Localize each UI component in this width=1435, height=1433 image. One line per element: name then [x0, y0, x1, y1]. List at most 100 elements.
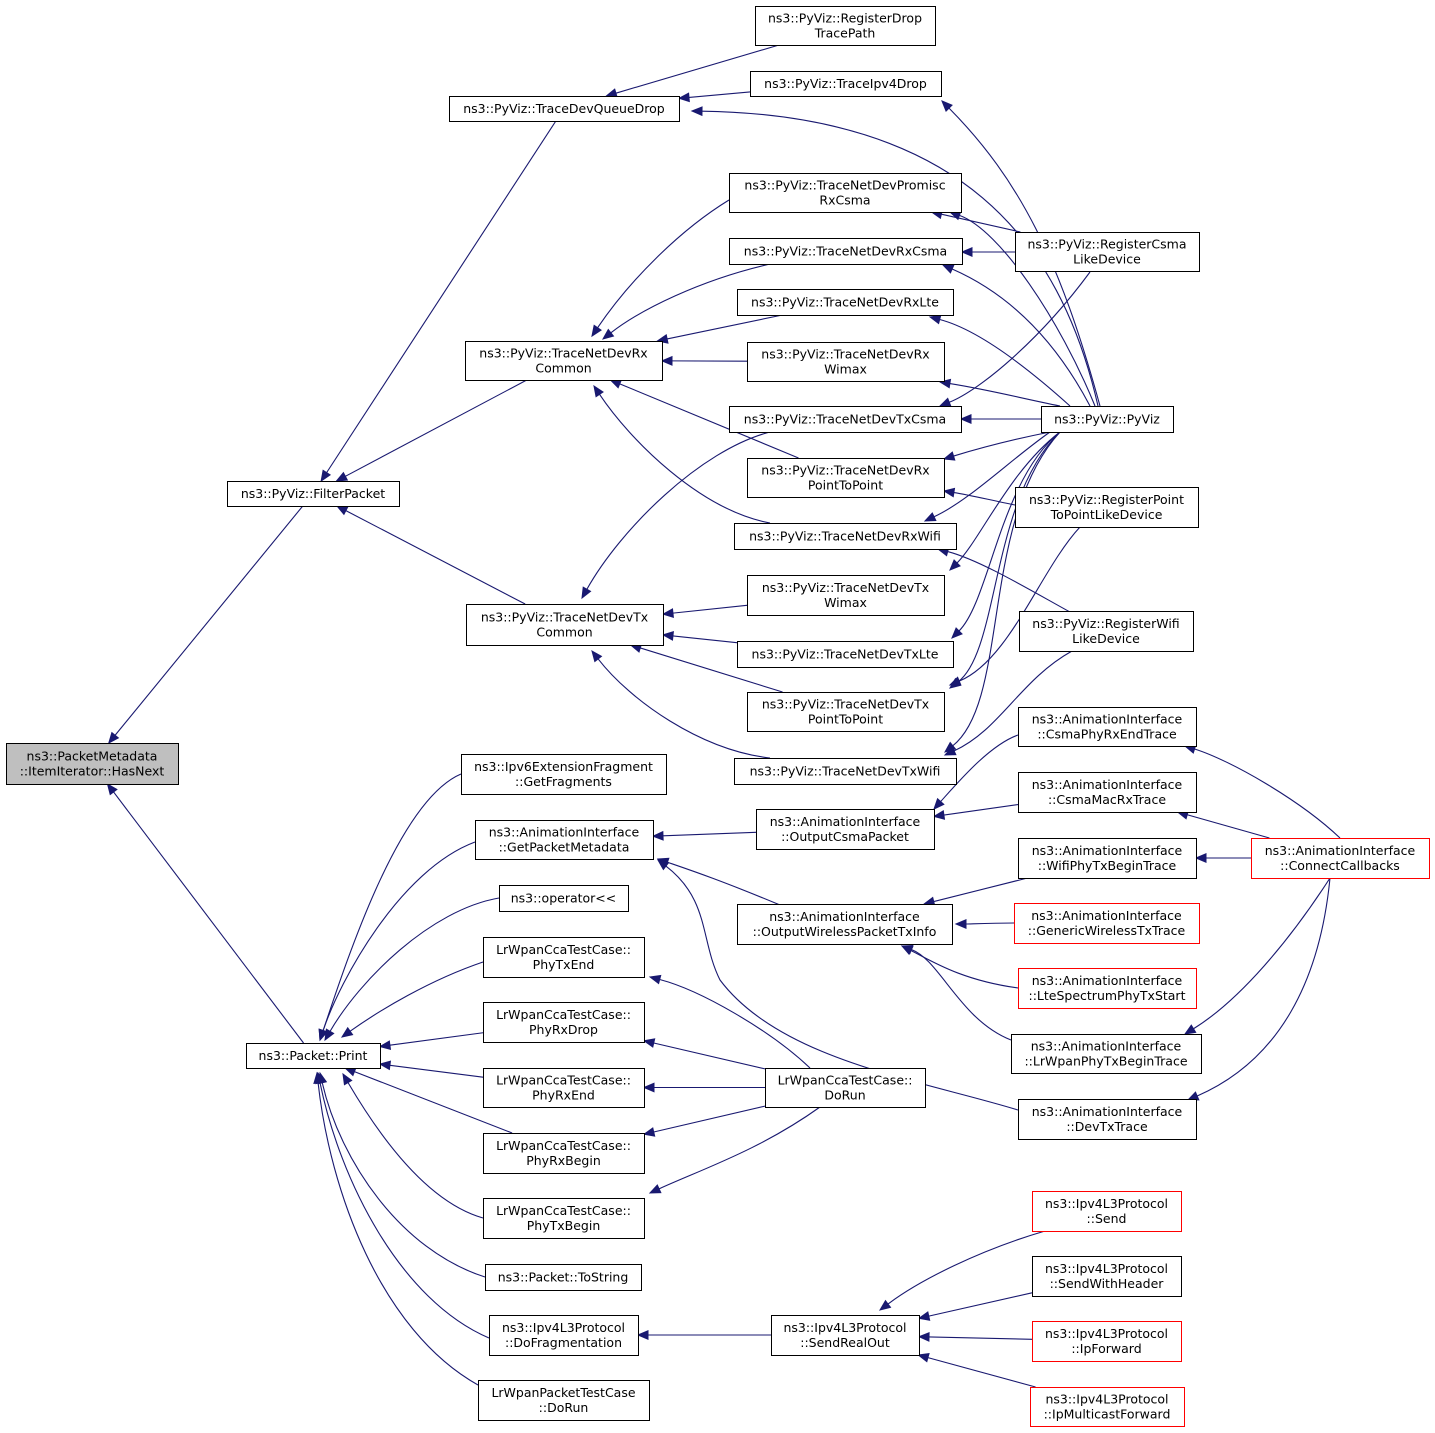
- arrowhead: [917, 1352, 930, 1363]
- edge-traceipv4drop-to-tracedevqueuedrop: [677, 91, 751, 103]
- node-label-line: Wimax: [824, 595, 867, 610]
- node-box: [246, 1043, 381, 1069]
- edge-pyviz-to-txlte: [951, 431, 1061, 639]
- node-csmamacrx[interactable]: ns3::AnimationInterface::CsmaMacRxTrace: [1018, 772, 1197, 813]
- edge-tracedevqueuedrop-to-filterpacket: [320, 120, 557, 483]
- edge-line: [965, 922, 1015, 925]
- edge-line: [658, 1106, 821, 1190]
- node-box: [1015, 487, 1199, 528]
- node-ipv4send[interactable]: ns3::Ipv4L3Protocol::Send: [1032, 1191, 1182, 1232]
- node-label-line: ns3::PacketMetadata: [27, 749, 158, 764]
- node-label-line: ::GenericWirelessTxTrace: [1028, 923, 1186, 938]
- node-traceipv4drop[interactable]: ns3::PyViz::TraceIpv4Drop: [750, 71, 942, 97]
- node-phyrxbegin[interactable]: LrWpanCcaTestCase::PhyRxBegin: [483, 1133, 645, 1174]
- arrowhead: [1194, 853, 1207, 863]
- node-operatorlsh[interactable]: ns3::operator<<: [499, 885, 629, 912]
- node-phyrxend[interactable]: LrWpanCcaTestCase::PhyRxEnd: [483, 1068, 645, 1108]
- node-ipv6frag[interactable]: ns3::Ipv6ExtensionFragment::GetFragments: [461, 754, 667, 795]
- edge-ccadorun-to-phyrxdrop: [642, 1038, 766, 1070]
- arrowhead: [642, 1082, 655, 1093]
- node-phytxbegin[interactable]: LrWpanCcaTestCase::PhyTxBegin: [483, 1198, 645, 1239]
- node-label-line: ns3::PyViz::TraceNetDevTxCsma: [744, 412, 946, 427]
- arrowhead: [660, 355, 673, 366]
- node-ipmcforward[interactable]: ns3::Ipv4L3Protocol::IpMulticastForward: [1030, 1387, 1185, 1427]
- edge-ltespectrum-to-outwireless: [900, 945, 1019, 989]
- node-box: [6, 743, 179, 785]
- edge-ccadorun-to-phytxbegin: [648, 1106, 821, 1194]
- node-lrpktdorun[interactable]: LrWpanPacketTestCase::DoRun: [478, 1380, 650, 1421]
- node-box: [478, 1380, 650, 1421]
- edge-line: [953, 650, 1073, 752]
- edge-line: [1187, 814, 1270, 839]
- node-pyviz[interactable]: ns3::PyViz::PyViz: [1041, 406, 1174, 433]
- node-label-line: Wimax: [824, 362, 867, 377]
- node-phyrxdrop[interactable]: LrWpanCcaTestCase::PhyRxDrop: [483, 1002, 645, 1043]
- node-rxwifi[interactable]: ns3::PyViz::TraceNetDevRxWifi: [734, 523, 957, 550]
- node-getpktmeta[interactable]: ns3::AnimationInterface::GetPacketMetada…: [475, 820, 654, 860]
- node-sendwithheader[interactable]: ns3::Ipv4L3Protocol::SendWithHeader: [1032, 1256, 1182, 1297]
- edge-line: [958, 431, 1061, 632]
- edge-line: [956, 431, 1061, 564]
- node-sendrealout[interactable]: ns3::Ipv4L3Protocol::SendRealOut: [771, 1315, 920, 1356]
- node-wifiphytxbegin[interactable]: ns3::AnimationInterface::WifiPhyTxBeginT…: [1018, 838, 1197, 879]
- edge-line: [665, 865, 1019, 1111]
- node-phytxend[interactable]: LrWpanCcaTestCase::PhyTxEnd: [483, 937, 645, 978]
- node-label-line: PhyRxEnd: [532, 1088, 595, 1103]
- edge-phytxbegin-to-print: [342, 1072, 484, 1219]
- arrowhead: [917, 1331, 930, 1342]
- node-ipforward[interactable]: ns3::Ipv4L3Protocol::IpForward: [1032, 1321, 1182, 1362]
- node-filterpacket[interactable]: ns3::PyViz::FilterPacket: [227, 481, 400, 507]
- node-dofrag[interactable]: ns3::Ipv4L3Protocol::DoFragmentation: [489, 1315, 639, 1356]
- node-print[interactable]: ns3::Packet::Print: [246, 1043, 381, 1069]
- node-genericwireless[interactable]: ns3::AnimationInterface::GenericWireless…: [1014, 903, 1200, 944]
- node-lrwpanphytx[interactable]: ns3::AnimationInterface::LrWpanPhyTxBegi…: [1011, 1034, 1202, 1074]
- arrowhead: [342, 1072, 353, 1086]
- node-txwifi[interactable]: ns3::PyViz::TraceNetDevTxWifi: [734, 758, 957, 785]
- node-regp2p[interactable]: ns3::PyViz::RegisterPointToPointLikeDevi…: [1015, 487, 1199, 528]
- node-devtxtrace[interactable]: ns3::AnimationInterface::DevTxTrace: [1018, 1099, 1197, 1140]
- node-hasnext[interactable]: ns3::PacketMetadata::ItemIterator::HasNe…: [6, 743, 179, 785]
- edge-line: [948, 107, 1101, 407]
- node-connectcb[interactable]: ns3::AnimationInterface::ConnectCallback…: [1251, 838, 1430, 879]
- node-label-line: ns3::PyViz::TraceNetDevRxCsma: [744, 244, 947, 259]
- node-box: [737, 641, 954, 668]
- arrowhead: [949, 559, 961, 571]
- node-rxcsma[interactable]: ns3::PyViz::TraceNetDevRxCsma: [729, 238, 963, 265]
- edge-line: [389, 1032, 484, 1046]
- arrowhead: [951, 627, 963, 639]
- node-label-line: ::DoRun: [539, 1400, 589, 1415]
- node-box: [1015, 232, 1200, 272]
- node-tostring[interactable]: ns3::Packet::ToString: [485, 1264, 642, 1291]
- node-label-line: LikeDevice: [1073, 252, 1141, 267]
- node-label-line: ns3::PyViz::FilterPacket: [241, 486, 385, 501]
- edge-phyrxend-to-print: [378, 1060, 484, 1078]
- node-label-line: PointToPoint: [808, 478, 883, 493]
- node-label-line: ::CsmaMacRxTrace: [1048, 792, 1166, 807]
- node-label-line: ns3::PyViz::TraceNetDevRx: [761, 347, 929, 362]
- node-txcsma[interactable]: ns3::PyViz::TraceNetDevTxCsma: [729, 406, 962, 433]
- arrowhead: [932, 810, 946, 820]
- node-txlte[interactable]: ns3::PyViz::TraceNetDevTxLte: [737, 641, 954, 668]
- arrowhead: [942, 487, 956, 498]
- node-ccadorun[interactable]: LrWpanCcaTestCase::DoRun: [765, 1068, 926, 1108]
- node-outcsmapkt[interactable]: ns3::AnimationInterface::OutputCsmaPacke…: [756, 809, 935, 850]
- node-outwireless[interactable]: ns3::AnimationInterface::OutputWirelessP…: [737, 904, 953, 945]
- node-box: [729, 238, 963, 265]
- node-box: [1018, 1099, 1197, 1140]
- node-label-line: ns3::PyViz::RegisterPoint: [1029, 492, 1184, 507]
- node-ltespectrum[interactable]: ns3::AnimationInterface::LteSpectrumPhyT…: [1018, 968, 1197, 1009]
- node-csmaphyrxend[interactable]: ns3::AnimationInterface::CsmaPhyRxEndTra…: [1018, 707, 1197, 747]
- edge-rxwifi-to-rxcommon: [593, 384, 771, 524]
- node-rxlte[interactable]: ns3::PyViz::TraceNetDevRxLte: [737, 289, 954, 316]
- node-tracedevqueuedrop[interactable]: ns3::PyViz::TraceDevQueueDrop: [449, 96, 680, 122]
